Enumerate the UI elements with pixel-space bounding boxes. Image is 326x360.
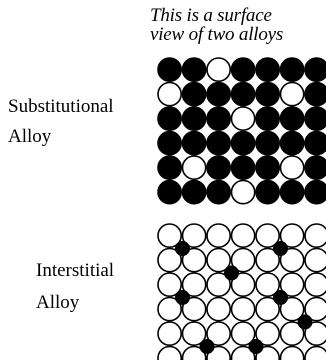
solvent-atom [304,106,326,131]
substitutional-label: Substitutional [8,96,114,117]
solute-atom [230,106,256,132]
solute-atom [206,57,232,83]
host-atom [181,345,207,360]
caption-line-2: view of two alloys [150,24,284,45]
solvent-atom [279,130,305,156]
solvent-atom [230,155,256,181]
solute-atom [279,81,305,107]
host-atom [279,296,305,322]
host-atom [304,345,326,360]
solvent-atom [181,106,207,132]
host-atom [230,272,256,298]
host-atom [157,296,183,322]
host-atom [255,272,281,298]
solvent-atom [206,179,232,205]
solvent-atom [255,106,281,132]
host-atom [206,321,232,347]
solute-atom [279,155,305,181]
solvent-atom [255,81,281,107]
host-atom [230,321,256,347]
host-atom [304,247,326,273]
solvent-atom [304,179,326,205]
host-atom [206,296,232,322]
solvent-atom [304,155,326,180]
host-atom [206,272,232,298]
solvent-atom [206,81,232,107]
host-atom [230,223,256,249]
substitutional-label-alloy: Alloy [8,126,52,147]
solvent-atom [157,106,183,132]
host-atom [206,223,232,249]
host-atom [304,223,326,248]
host-atom [279,321,305,347]
host-atom [279,272,305,298]
interstitial-atom [224,265,239,281]
solvent-atom [230,57,256,83]
host-atom [230,296,256,322]
host-atom [304,321,326,346]
solvent-atom [181,130,207,156]
host-atom [157,247,183,273]
solute-atom [230,179,256,205]
solvent-atom [255,57,281,83]
host-atom [181,247,207,273]
solvent-atom [279,57,305,83]
host-atom [230,247,256,273]
solvent-atom [157,130,183,156]
solvent-atom [157,57,183,83]
substitutional-atom-grid [157,57,326,205]
host-atom [279,223,305,249]
solvent-atom [279,179,305,205]
solvent-atom [206,130,232,156]
solvent-atom [206,155,232,181]
solvent-atom [255,155,281,181]
host-atom [157,345,182,360]
interstitial-atom [248,339,264,354]
solvent-atom [206,106,232,132]
solvent-atom [255,179,281,205]
host-atom [279,345,305,360]
host-atom [230,345,256,360]
interstitial-atom [297,314,313,330]
solvent-atom [304,130,326,156]
host-atom [255,321,281,347]
solvent-atom [304,57,326,82]
solvent-atom [181,57,207,83]
host-atom [255,247,281,273]
host-atom [255,223,281,249]
solvent-atom [181,81,207,107]
host-atom [279,247,305,273]
host-atom [181,321,207,347]
interstitial-atom [175,290,190,305]
interstitial-atom [175,241,190,256]
host-atom [206,247,232,273]
interstitial-label: Interstitial [36,260,115,281]
host-atom [255,296,281,322]
solvent-atom [230,81,256,107]
solvent-atom [279,106,305,132]
interstitial-atom-grid [157,223,326,360]
host-atom [181,296,207,322]
host-atom [304,296,326,322]
interstitial-atom [273,290,288,305]
interstitial-atom [273,241,288,256]
host-atom [157,321,183,347]
solvent-atom [255,130,281,156]
solvent-atom [157,179,183,205]
host-atom [157,272,183,298]
solvent-atom [230,130,256,156]
solute-atom [181,155,207,181]
host-atom [181,272,207,298]
host-atom [181,223,207,249]
interstitial-atom [199,339,215,354]
solute-atom [157,81,183,107]
solvent-atom [304,81,326,107]
caption-line-1: This is a surface [150,5,272,26]
host-atom [304,272,326,297]
solvent-atom [157,155,183,181]
interstitial-label-alloy: Alloy [36,292,80,313]
solvent-atom [181,179,207,205]
host-atom [157,223,183,249]
